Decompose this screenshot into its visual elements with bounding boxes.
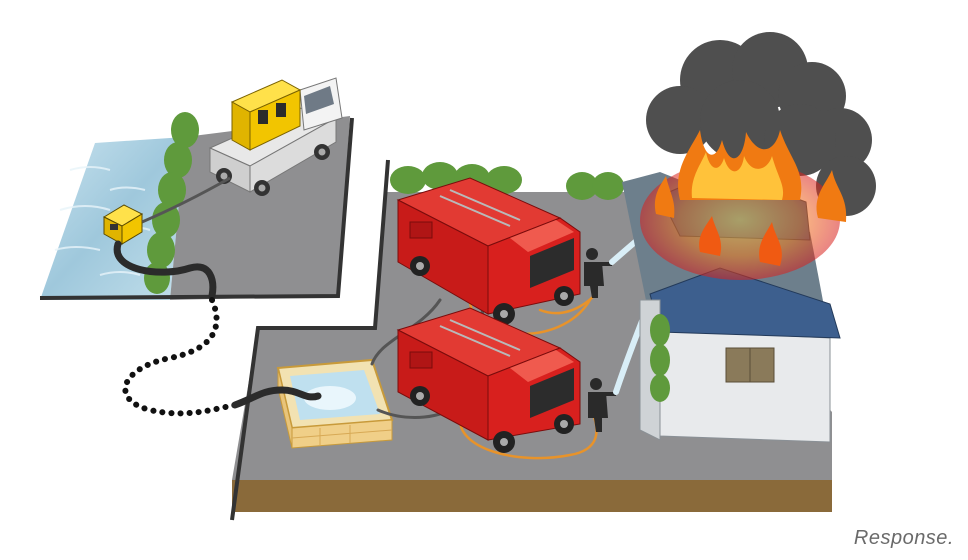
hedge-house	[650, 314, 670, 402]
river-pump-area	[39, 77, 354, 300]
dotted-hose-connection	[122, 297, 238, 417]
main-plot-edge	[230, 159, 390, 521]
firefighter-icon	[588, 378, 616, 432]
river-ripples	[54, 166, 151, 276]
hose-into-tank	[231, 386, 322, 409]
fire-truck-icon	[396, 177, 581, 325]
water-tank-icon	[276, 358, 394, 449]
pump-truck-icon	[208, 77, 343, 196]
delivery-hose-upper	[113, 240, 217, 300]
firefighter-icon	[584, 248, 612, 298]
fire-icon	[640, 130, 847, 280]
hedge-left	[144, 112, 199, 294]
response-watermark: Response.	[853, 527, 954, 549]
suction-hose	[141, 176, 231, 224]
upper-plot-edge	[39, 117, 354, 300]
house-wall	[659, 329, 831, 443]
fire-truck-icon	[396, 307, 581, 453]
portable-pump-icon	[102, 204, 144, 245]
soil-edge	[232, 480, 832, 512]
